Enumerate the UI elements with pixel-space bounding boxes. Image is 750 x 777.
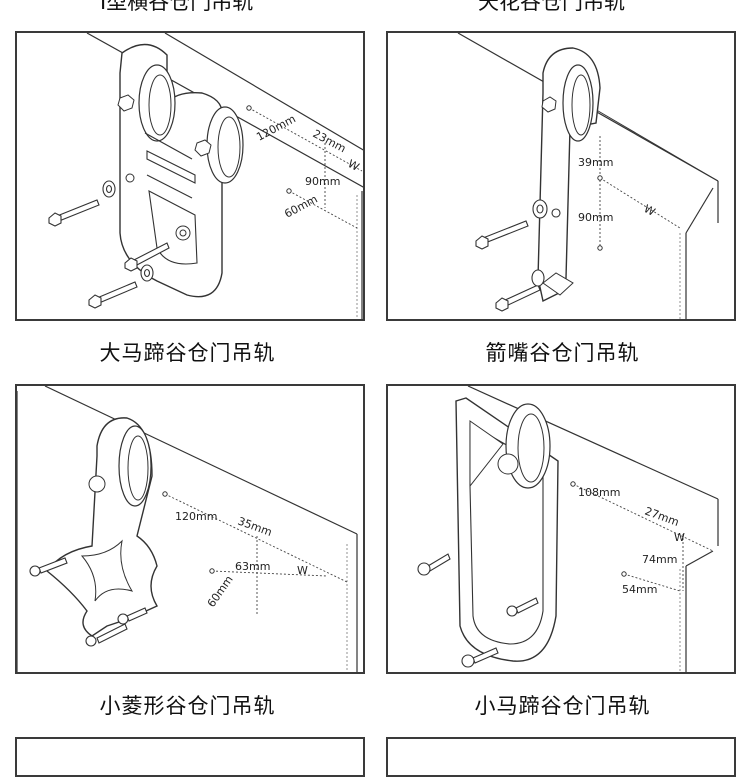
dim-label-w: W bbox=[297, 564, 308, 577]
diagram-panel-partial-right bbox=[386, 737, 736, 777]
caption-big-horseshoe: 大马蹄谷仓门吊轨 bbox=[99, 341, 276, 365]
dim-label-b: 35mm bbox=[236, 515, 274, 539]
arrow-drawing: 39mm 90mm W bbox=[457, 33, 719, 319]
small-horseshoe-drawing: 108mm 27mm 74mm 54mm W bbox=[417, 386, 719, 672]
diagram-panel-small-horseshoe: 108mm 27mm 74mm 54mm W bbox=[386, 384, 736, 674]
dim-label-c: 90mm bbox=[305, 175, 340, 188]
diagram-panel-small-diamond: 120mm 35mm 63mm 60mm W bbox=[15, 384, 365, 674]
dim-label-a: 39mm bbox=[578, 156, 613, 169]
dim-label-w: W bbox=[346, 157, 362, 174]
big-horseshoe-drawing: 120mm 23mm 90mm 60mm W bbox=[48, 33, 363, 319]
dim-label-a: 120mm bbox=[175, 510, 217, 523]
dim-label-w: W bbox=[674, 531, 685, 544]
diagram-panel-arrow: 39mm 90mm W bbox=[386, 31, 736, 321]
small-diamond-drawing: 120mm 35mm 63mm 60mm W bbox=[17, 386, 358, 672]
top-caption-right: 天花谷仓门吊轨 bbox=[478, 0, 625, 14]
dim-label-a: 108mm bbox=[578, 486, 620, 499]
dim-label-b: 90mm bbox=[578, 211, 613, 224]
top-caption-left: I型横谷仓门吊轨 bbox=[100, 0, 254, 14]
dim-label-d: 54mm bbox=[622, 583, 657, 596]
caption-arrow: 箭嘴谷仓门吊轨 bbox=[485, 341, 640, 365]
diagram-panel-partial-left bbox=[15, 737, 365, 777]
caption-small-diamond: 小菱形谷仓门吊轨 bbox=[99, 694, 276, 718]
dim-label-b: 23mm bbox=[311, 127, 348, 155]
caption-small-horseshoe: 小马蹄谷仓门吊轨 bbox=[474, 694, 651, 718]
dim-label-b: 27mm bbox=[643, 505, 681, 529]
dim-label-w: W bbox=[642, 202, 658, 219]
dim-label-c: 74mm bbox=[642, 553, 677, 566]
dim-label-c: 63mm bbox=[235, 560, 270, 573]
diagram-panel-big-horseshoe: 120mm 23mm 90mm 60mm W bbox=[15, 31, 365, 321]
dim-label-d: 60mm bbox=[282, 193, 319, 221]
dim-label-d: 60mm bbox=[205, 573, 236, 609]
